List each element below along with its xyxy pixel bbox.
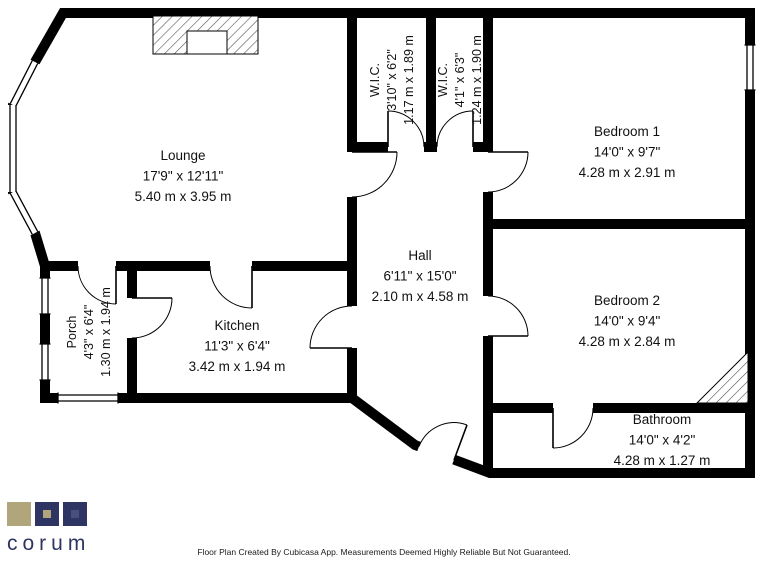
logo-text: corum (7, 532, 91, 555)
logo-square-tan (7, 502, 31, 526)
door-leaves (115, 111, 554, 461)
room-metric: 5.40 m x 3.95 m (135, 189, 232, 204)
corum-logo: corum (7, 502, 90, 556)
chimney-hatch (152, 15, 259, 55)
room-imperial: 4'1" x 6'3" (453, 53, 467, 108)
floorplan-svg: Lounge 17'9" x 12'11" 5.40 m x 3.95 m W.… (7, 7, 756, 478)
logo-square-navy-2 (63, 502, 87, 526)
room-name: Kitchen (214, 318, 259, 333)
window-openings (7, 45, 756, 404)
room-imperial: 17'9" x 12'11" (143, 169, 224, 184)
room-imperial: 14'0" x 9'7" (594, 145, 661, 160)
window-end-ticks (39, 44, 756, 404)
room-metric: 3.42 m x 1.94 m (189, 359, 286, 374)
room-label-wic2: W.I.C. 4'1" x 6'3" 1.24 m x 1.90 m (436, 35, 484, 125)
room-name: Lounge (160, 148, 205, 163)
room-label-porch: Porch 4'3" x 6'4" 1.30 m x 1.94 m (65, 287, 113, 377)
room-metric: 2.10 m x 4.58 m (372, 289, 469, 304)
disclaimer-text: Floor Plan Created By Cubicasa App. Meas… (197, 547, 571, 557)
room-metric: 4.28 m x 2.84 m (579, 334, 676, 349)
logo-square-inner-blue (71, 510, 79, 518)
room-imperial: 6'11" x 15'0" (383, 269, 456, 284)
room-imperial: 14'0" x 9'4" (594, 314, 661, 329)
room-name: Bedroom 1 (594, 124, 660, 139)
room-imperial: 11'3" x 6'4" (204, 339, 270, 354)
room-name: W.I.C. (436, 63, 450, 97)
room-imperial: 3'10" x 6'2" (385, 49, 399, 111)
logo-square-inner-tan (43, 510, 51, 518)
room-metric: 1.24 m x 1.90 m (470, 35, 484, 125)
door-swing-arcs (77, 110, 594, 449)
room-name: W.I.C. (368, 63, 382, 97)
room-label-bathroom: Bathroom 14'0" x 4'2" 4.28 m x 1.27 m (614, 412, 711, 468)
room-imperial: 4'3" x 6'4" (82, 305, 96, 360)
room-imperial: 14'0" x 4'2" (629, 433, 696, 448)
room-name: Bathroom (633, 412, 692, 427)
room-name: Hall (408, 248, 431, 263)
logo-squares (7, 502, 90, 526)
door-openings (78, 140, 593, 466)
room-metric: 4.28 m x 2.91 m (579, 165, 676, 180)
corner-hatch (695, 350, 749, 404)
room-metric: 4.28 m x 1.27 m (614, 453, 711, 468)
room-label-wic1: W.I.C. 3'10" x 6'2" 1.17 m x 1.89 m (368, 35, 416, 125)
window-glazing-lines (9, 45, 754, 402)
room-label-lounge: Lounge 17'9" x 12'11" 5.40 m x 3.95 m (135, 148, 232, 204)
logo-square-navy-1 (35, 502, 59, 526)
room-label-bedroom2: Bedroom 2 14'0" x 9'4" 4.28 m x 2.84 m (579, 293, 676, 349)
room-metric: 1.17 m x 1.89 m (402, 35, 416, 125)
room-name: Bedroom 2 (594, 293, 660, 308)
room-label-bedroom1: Bedroom 1 14'0" x 9'7" 4.28 m x 2.91 m (579, 124, 676, 180)
room-label-kitchen: Kitchen 11'3" x 6'4" 3.42 m x 1.94 m (189, 318, 286, 374)
room-label-hall: Hall 6'11" x 15'0" 2.10 m x 4.58 m (372, 248, 469, 304)
room-name: Porch (65, 316, 79, 349)
room-metric: 1.30 m x 1.94 m (99, 287, 113, 377)
